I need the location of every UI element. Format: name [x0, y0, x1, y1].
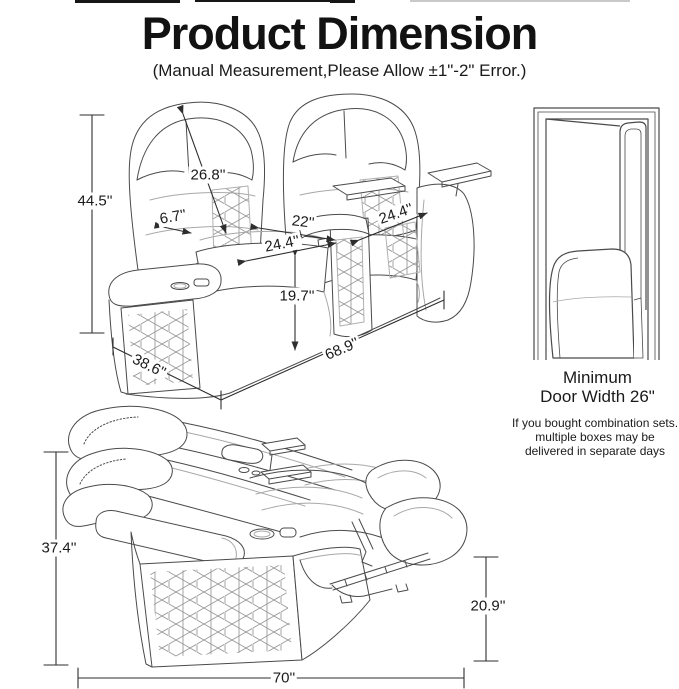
- dim-back-height: 26.8'': [188, 166, 228, 184]
- delivery-note-line3: delivered in separate days: [524, 444, 666, 458]
- top-crop-fragment: [410, 0, 630, 2]
- doorway-drawing: [533, 107, 660, 360]
- dim-reclined-length: 70'': [270, 669, 298, 687]
- delivery-note: If you bought combination sets. multiple…: [505, 416, 679, 458]
- door-caption: Minimum Door Width 26": [515, 368, 679, 406]
- dim-seat-width: 22'': [288, 211, 318, 233]
- dim-reclined-height: 37.4'': [39, 539, 79, 557]
- dim-footrest-height: 20.9'': [468, 597, 508, 615]
- delivery-note-line2: multiple boxes may be: [535, 430, 655, 444]
- door-caption-line2: Door Width 26": [540, 387, 655, 406]
- page-subtitle: (Manual Measurement,Please Allow ±1"-2" …: [152, 61, 527, 80]
- door-caption-line1: Minimum: [563, 368, 632, 387]
- top-crop-fragment: [330, 0, 355, 3]
- top-crop-fragment: [75, 0, 180, 3]
- page-title: Product Dimension: [141, 8, 539, 59]
- dim-overall-height: 44.5'': [75, 192, 115, 210]
- delivery-note-line1: If you bought combination sets.: [511, 416, 679, 430]
- sofa-reclined-view-drawing: [62, 405, 468, 668]
- top-crop-fragment: [195, 0, 355, 2]
- dim-seat-height: 19.7'': [277, 287, 317, 305]
